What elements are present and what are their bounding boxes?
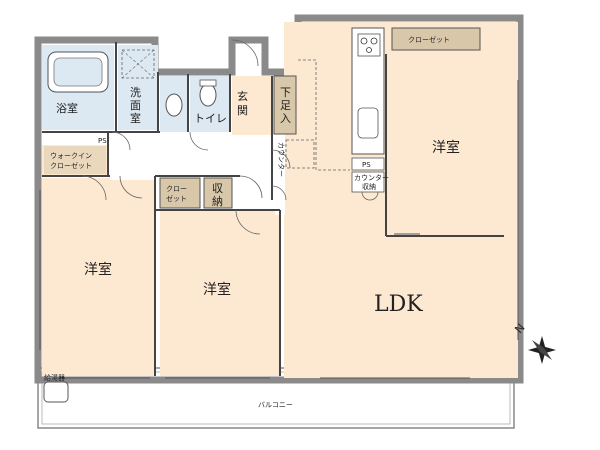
label-room-east: 洋室 <box>432 139 460 156</box>
kitchen-sink <box>357 107 379 139</box>
windows <box>39 80 519 379</box>
label-storage-2: 納 <box>212 195 223 208</box>
label-storage-1: 収 <box>212 182 223 195</box>
ps-kitchen-box <box>351 157 385 171</box>
label-walk-in-2: クローゼット <box>50 161 92 170</box>
interior-walls <box>42 42 504 376</box>
bathtub-inner <box>53 57 103 87</box>
label-counter-vertical: カウンター <box>277 142 286 177</box>
label-balcony: バルコニー <box>258 401 293 409</box>
label-closet-mid-1: クロー <box>166 185 187 193</box>
label-walk-in-1: ウォークイン <box>50 152 92 160</box>
center-room-floor <box>160 210 280 376</box>
label-bath: 浴室 <box>56 101 78 115</box>
toilet-bowl <box>199 83 217 107</box>
fridge-space <box>285 139 315 169</box>
label-closet-top: クローゼット <box>408 35 450 44</box>
label-ps-kitchen: PS <box>362 161 371 169</box>
label-closet-mid-2: ゼット <box>166 194 187 203</box>
closet-mid <box>159 177 201 209</box>
shoe-box <box>273 75 297 135</box>
east-room-floor <box>388 56 504 236</box>
label-room-west: 洋室 <box>84 261 112 278</box>
counter-storage <box>351 171 385 193</box>
label-entrance-2: 関 <box>237 104 248 117</box>
hallway <box>110 135 280 180</box>
label-counter-storage-1: カウンター <box>354 173 389 182</box>
hallway-side <box>275 135 285 215</box>
west-room-floor <box>42 178 155 376</box>
label-washroom-3: 室 <box>130 111 141 125</box>
washbasin <box>165 93 183 117</box>
door-swings <box>81 39 379 235</box>
label-ldk: LDK <box>374 292 423 317</box>
label-washroom-2: 面 <box>130 99 141 112</box>
label-ps-top: PS <box>98 137 107 145</box>
label-counter-storage-2: 収納 <box>362 182 376 191</box>
label-room-center: 洋室 <box>203 281 231 298</box>
label-washroom-1: 洗 <box>130 86 141 99</box>
label-shoe-box-1: 下 <box>280 86 291 99</box>
compass-icon <box>528 336 556 364</box>
label-shoe-box-2: 足 <box>280 99 291 112</box>
entrance-floor <box>232 76 272 136</box>
closet-top <box>391 27 481 51</box>
washroom-floor <box>118 45 158 130</box>
label-water-heater: 給湯器 <box>44 373 65 382</box>
stove <box>357 33 381 57</box>
label-toilet: トイレ <box>194 112 227 125</box>
washer-space <box>121 49 155 79</box>
water-heater-unit <box>43 381 69 403</box>
storage <box>203 177 233 209</box>
label-shoe-box-3: 入 <box>280 112 291 125</box>
label-entrance-1: 玄 <box>237 89 248 103</box>
